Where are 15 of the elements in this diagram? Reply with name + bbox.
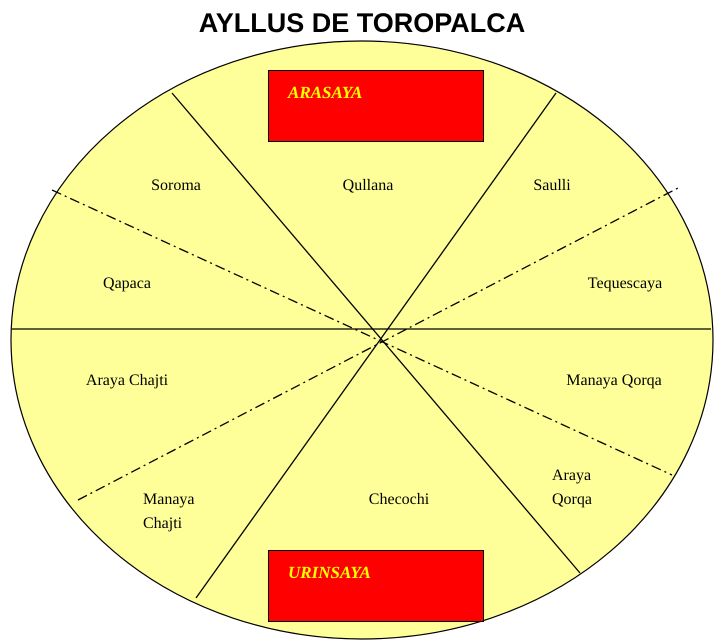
box-label: ARASAYA: [288, 83, 362, 103]
label-box: [268, 70, 484, 142]
box-label: URINSAYA: [288, 563, 371, 583]
label-box: [268, 550, 484, 622]
sector-label: Tequescaya: [588, 275, 662, 293]
sector-label: Checochi: [368, 491, 430, 509]
sector-label: Qullana: [342, 177, 394, 195]
sector-label: Manaya Chajti: [143, 490, 196, 534]
sector-label: Araya Chajti: [86, 372, 168, 390]
sector-label: Saulli: [533, 177, 571, 195]
sector-label: Araya Qorqa: [552, 466, 593, 510]
sector-label: Manaya Qorqa: [566, 372, 662, 390]
sector-label: Soroma: [151, 177, 201, 195]
title: AYLLUS DE TOROPALCA: [198, 8, 526, 39]
sector-label: Qapaca: [103, 275, 151, 293]
